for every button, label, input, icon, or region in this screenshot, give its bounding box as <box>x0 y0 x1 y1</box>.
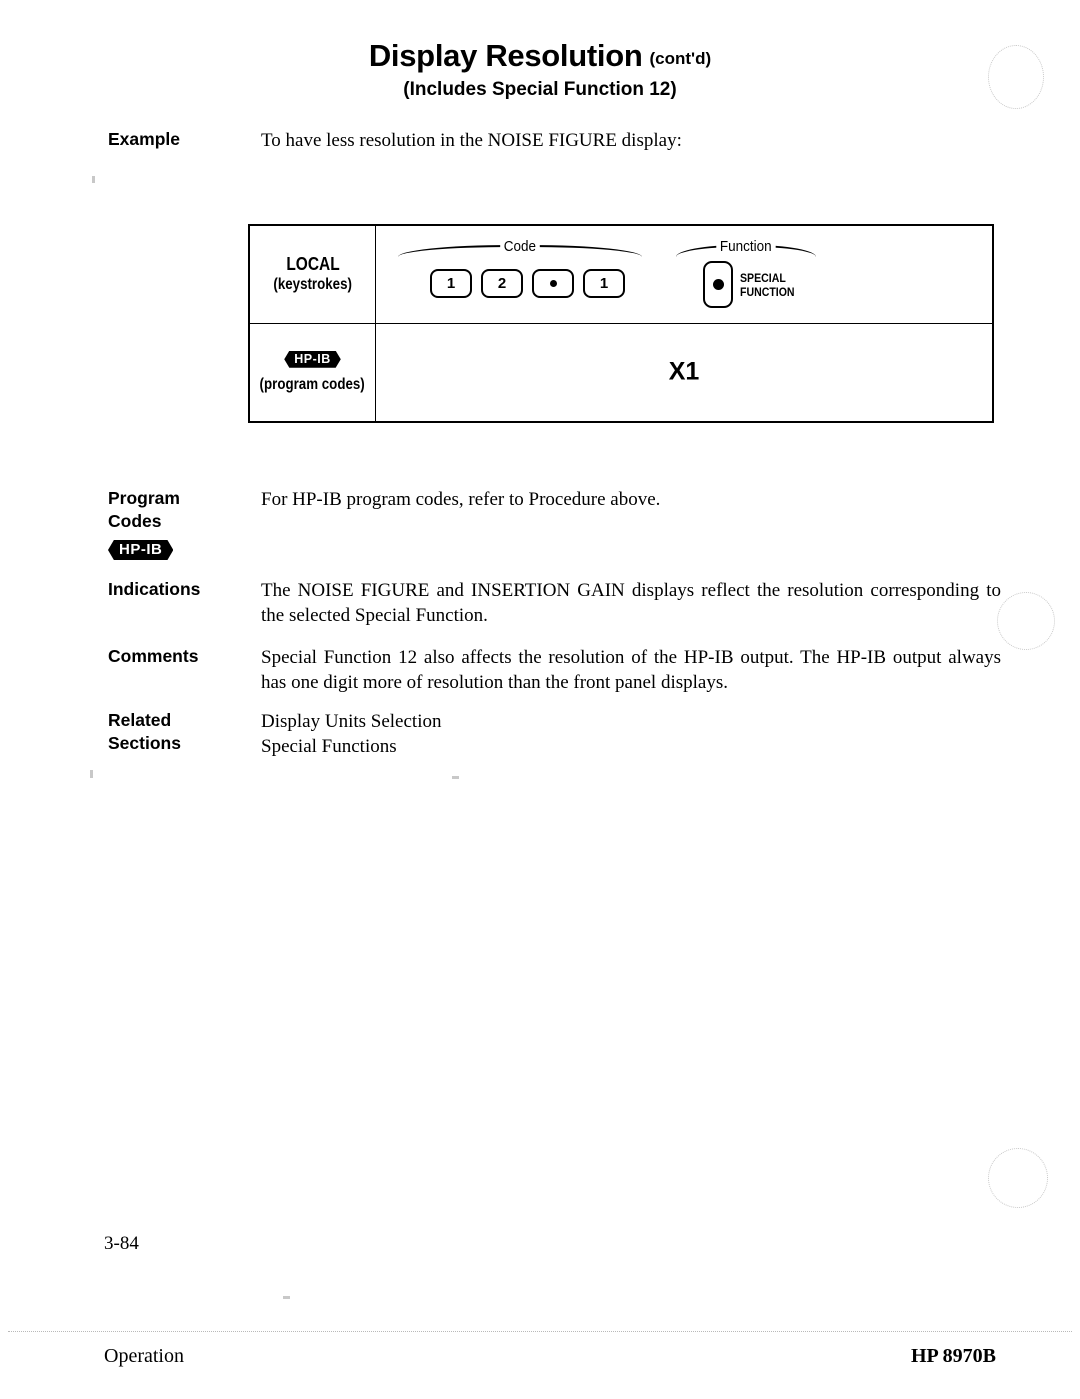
page-subtitle: (Includes Special Function 12) <box>403 79 677 100</box>
scan-artifact-punch-middle <box>997 592 1055 650</box>
page-title-continued: (cont'd) <box>649 49 712 68</box>
diagram-row-hpib-content: X1 <box>376 324 992 422</box>
special-function-key-caption: SPECIAL FUNCTION <box>740 271 795 299</box>
related-item-display-units-selection: Display Units Selection <box>261 711 442 732</box>
key-decimal-point[interactable] <box>532 269 574 298</box>
scan-artifact-punch-bottom <box>988 1148 1048 1208</box>
page-title-block: Display Resolution (cont'd) (Includes Spe… <box>0 38 1080 101</box>
page-title: Display Resolution <box>368 38 643 73</box>
section-label-related-line2: Sections <box>108 733 181 753</box>
key-2[interactable]: 2 <box>481 269 523 298</box>
special-function-key-group: SPECIAL FUNCTION <box>703 261 802 308</box>
diagram-row-local-header: LOCAL (keystrokes) <box>250 226 376 323</box>
page-number: 3-84 <box>104 1233 139 1254</box>
section-text-indications: The NOISE FIGURE and INSERTION GAIN disp… <box>261 580 1001 626</box>
diagram-row-local-content: Code 1 2 1 Function SPECIAL <box>376 226 992 323</box>
scan-speck-center <box>452 776 459 779</box>
diagram-row-hpib: HP-IB (program codes) X1 <box>250 323 992 422</box>
page-title-line: Display Resolution (cont'd) <box>0 38 1080 74</box>
key-1-first-label: 1 <box>446 275 456 292</box>
program-code-value: X1 <box>668 357 700 386</box>
special-function-caption-line1: SPECIAL <box>740 270 786 285</box>
hpib-badge-section: HP-IB <box>108 540 174 560</box>
code-group-label: Code <box>500 239 540 254</box>
section-text-comments: Special Function 12 also affects the res… <box>261 647 1001 693</box>
diagram-row-hpib-header: HP-IB (program codes) <box>250 323 376 421</box>
section-text-related: Display Units Selection Special Function… <box>261 709 1001 759</box>
key-1-first[interactable]: 1 <box>430 269 472 298</box>
scan-speck-center-lower <box>283 1296 290 1299</box>
footer-model-number: HP 8970B <box>910 1345 996 1367</box>
code-key-sequence: 1 2 1 <box>430 269 625 298</box>
scan-speck-left-upper <box>92 176 95 183</box>
section-label-comments: Comments <box>108 646 199 666</box>
special-function-caption-line2: FUNCTION <box>740 284 795 299</box>
section-label-related: Related Sections <box>108 709 258 755</box>
round-dot-icon <box>712 279 724 290</box>
keystroke-diagram: LOCAL (keystrokes) Code 1 2 1 <box>248 224 994 423</box>
footer-divider <box>8 1331 1072 1332</box>
section-label-indications: Indications <box>108 579 201 599</box>
hpib-badge-diagram: HP-IB <box>284 350 341 368</box>
section-text-program-codes: For HP-IB program codes, refer to Proced… <box>261 489 661 510</box>
diagram-row-local: LOCAL (keystrokes) Code 1 2 1 <box>250 226 992 324</box>
key-1-second[interactable]: 1 <box>583 269 625 298</box>
scan-speck-left-lower <box>90 770 93 778</box>
special-function-key[interactable] <box>703 261 733 308</box>
hpib-badge-wrap: HP-IB <box>108 537 258 560</box>
section-label-example: Example <box>108 129 180 149</box>
section-label-related-line1: Related <box>108 710 172 730</box>
local-label: LOCAL <box>285 254 340 275</box>
hpib-badge-diagram-wrap: HP-IB <box>284 350 341 368</box>
related-item-special-functions: Special Functions <box>261 736 397 757</box>
key-1-second-label: 1 <box>599 275 609 292</box>
section-label-program-codes-line1: Program <box>108 488 180 508</box>
footer-chapter-name: Operation <box>104 1345 184 1367</box>
function-group-label: Function <box>716 239 776 254</box>
function-group-bracket: Function <box>676 238 816 256</box>
section-label-program-codes-line2: Codes <box>108 511 162 531</box>
code-group-bracket: Code <box>398 238 642 256</box>
section-label-program-codes: Program Codes HP-IB <box>108 487 258 560</box>
program-codes-sublabel: (program codes) <box>259 375 366 393</box>
section-text-example: To have less resolution in the NOISE FIG… <box>261 130 682 151</box>
key-2-label: 2 <box>497 275 507 292</box>
local-sublabel: (keystrokes) <box>273 276 352 294</box>
decimal-point-icon <box>549 280 557 287</box>
